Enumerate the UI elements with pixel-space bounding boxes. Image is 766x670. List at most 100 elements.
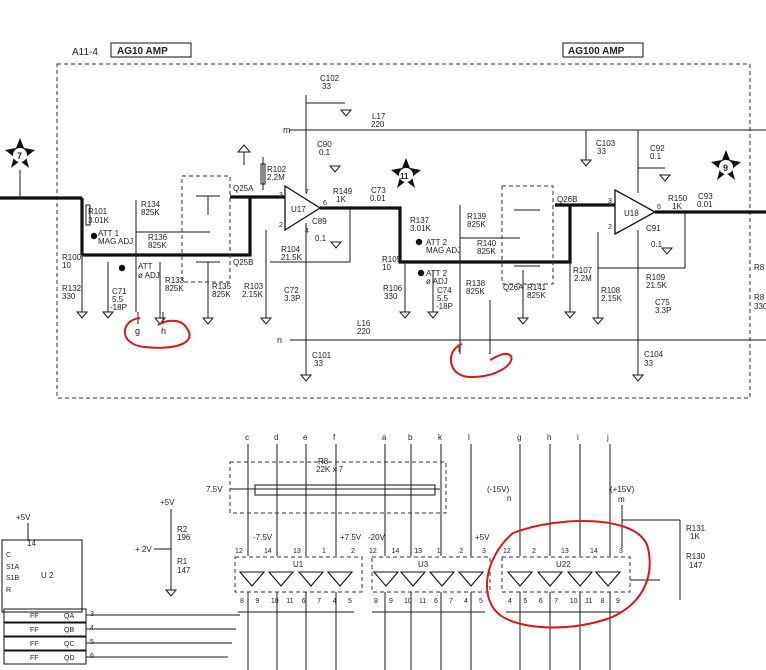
pin-label: 3 [619,548,623,555]
pin-label: 4 [333,598,337,605]
pin-label: 6 [539,598,543,605]
pin-label: 5 [523,598,527,605]
svg-text:220: 220 [357,327,371,336]
svg-text:2.15K: 2.15K [601,294,623,303]
svg-text:2.2M: 2.2M [574,274,592,283]
svg-text:3.01K: 3.01K [88,216,110,225]
svg-text:3.01K: 3.01K [410,224,432,233]
u3-box [371,556,491,593]
svg-text:0.1: 0.1 [650,152,662,161]
svg-text:33: 33 [644,359,653,368]
svg-text:7: 7 [305,189,309,196]
svg-text:R101: R101 [88,207,108,216]
svg-text:R149: R149 [333,187,353,196]
svg-text:825K: 825K [148,241,167,250]
q26-box [501,185,554,285]
svg-text:0.01: 0.01 [697,200,713,209]
svg-text:10: 10 [382,263,391,272]
pin-label: 9 [616,598,620,605]
svg-text:ATT 1: ATT 1 [98,229,120,238]
svg-text:R139: R139 [467,212,487,221]
svg-text:R132: R132 [62,284,82,293]
bus-label-i: i [577,433,579,442]
q25-box [181,175,231,283]
svg-text:0.01: 0.01 [370,194,386,203]
svg-text:825K: 825K [212,290,231,299]
q-label: QD [64,655,75,662]
svg-text:0.1: 0.1 [315,234,327,243]
svg-text:C103: C103 [596,139,616,148]
svg-text:MAG ADJ: MAG ADJ [426,246,461,255]
svg-text:ø ADJ: ø ADJ [426,277,448,286]
pin-label: 7 [449,598,453,605]
svg-text:U18: U18 [624,209,639,218]
svg-text:-20V: -20V [368,533,386,542]
svg-text:Q26A: Q26A [503,283,524,292]
red-circle-gh [123,317,191,349]
svg-text:j: j [488,344,491,354]
svg-text:U22: U22 [556,560,571,569]
svg-text:m: m [283,125,291,135]
svg-text:U17: U17 [291,205,306,214]
u17-opamp [284,184,322,232]
marker-7: 7 [5,138,35,168]
svg-text:MAG ADJ: MAG ADJ [98,237,133,246]
bus-label-a: a [382,433,387,442]
ff-label: FF [30,655,39,662]
svg-text:7: 7 [17,151,22,161]
bus-label-g: g [517,433,521,442]
svg-text:7.5V: 7.5V [206,485,223,494]
ag10-title-box [110,42,192,58]
svg-text:R140: R140 [477,239,497,248]
pin-label: 11 [585,598,592,605]
comparator [594,571,622,587]
svg-text:R135: R135 [212,282,232,291]
svg-text:825K: 825K [467,220,486,229]
svg-text:C91: C91 [646,224,661,233]
svg-text:n: n [507,494,511,503]
svg-text:825K: 825K [165,284,184,293]
comparator [326,571,354,587]
pin-label: 13 [561,548,569,555]
svg-text:L17: L17 [372,112,386,121]
pin-label: 1 [437,548,441,555]
svg-text:3.3P: 3.3P [284,294,300,303]
bus-label-h: h [547,433,551,442]
pin-label: 8 [601,598,605,605]
svg-text:R136: R136 [148,233,168,242]
svg-text:R131: R131 [686,524,706,533]
svg-text:10: 10 [62,261,71,270]
pin-label: 14 [392,548,400,555]
board-id: A11-4 [72,47,98,58]
ag100-title: AG100 AMP [568,46,625,57]
pin-label: 10 [570,598,578,605]
svg-text:R109: R109 [646,273,666,282]
svg-text:+7.5V: +7.5V [340,533,362,542]
bus-label-f: f [333,433,336,442]
svg-text:+5V: +5V [16,513,31,522]
pin-label: 13 [293,548,301,555]
pin-label: 8 [374,598,378,605]
svg-text:2: 2 [608,224,612,231]
q-label: QC [64,641,75,648]
svg-text:R104: R104 [281,245,301,254]
svg-text:0.1: 0.1 [319,148,331,157]
svg-text:0.1: 0.1 [651,240,663,249]
svg-text:21.5K: 21.5K [281,253,303,262]
q-label: QB [64,627,74,634]
red-circle-u22 [486,520,651,629]
ag10-trace [82,197,252,257]
svg-text:1K: 1K [672,202,682,211]
svg-text:C104: C104 [644,350,664,359]
svg-text:9: 9 [723,163,728,173]
svg-text:14: 14 [27,539,36,548]
pin-label: 4 [464,598,468,605]
bus-label-d: d [274,433,278,442]
svg-text:21.5K: 21.5K [646,281,668,290]
svg-text:C75: C75 [655,298,670,307]
input-trace [0,196,84,255]
svg-text:Q26B: Q26B [557,195,577,204]
